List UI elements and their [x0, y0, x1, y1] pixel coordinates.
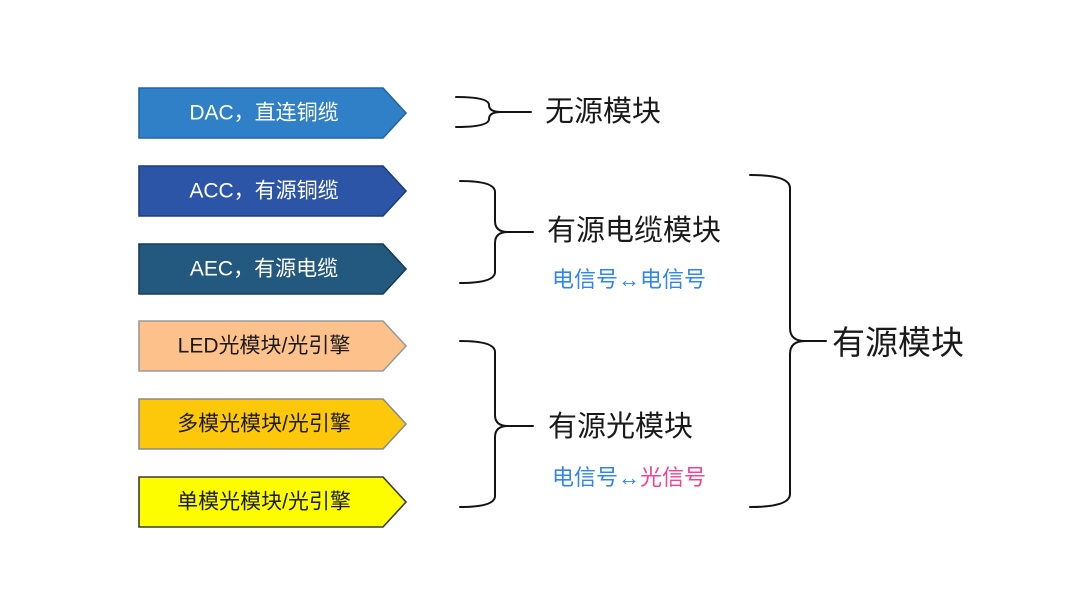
banner-label-multimode: 多模光模块/光引擎 [177, 413, 351, 436]
banner-shape-dac [138, 87, 408, 139]
brace-active-cable [459, 180, 534, 284]
label-passive-module: 无源模块 [545, 96, 662, 128]
brace-active-optical [459, 340, 534, 508]
banner-shape-acc [138, 165, 408, 217]
banner-arrow-singlemode: 单模光模块/光引擎 [138, 476, 408, 528]
banner-arrow-aec: AEC，有源电缆 [138, 243, 408, 295]
label-active-module: 有源模块 [832, 324, 964, 361]
banner-arrow-multimode: 多模光模块/光引擎 [138, 398, 408, 450]
signal-electrical-part: 电信号↔ [552, 465, 641, 490]
banner-shape-singlemode [138, 476, 408, 528]
banner-shape-aec [138, 243, 408, 295]
signal-optical-part: 光信号 [640, 465, 707, 490]
label-signal-electrical-optical: 电信号↔光信号 [552, 466, 706, 489]
banner-shape-led [138, 320, 408, 372]
brace-active-all [749, 174, 827, 508]
banner-shape-multimode [138, 398, 408, 450]
brace-passive [455, 96, 532, 128]
banner-label-aec: AEC，有源电缆 [190, 258, 338, 281]
banner-arrow-acc: ACC，有源铜缆 [138, 165, 408, 217]
banner-label-dac: DAC，直连铜缆 [189, 102, 338, 125]
banner-arrow-dac: DAC，直连铜缆 [138, 87, 408, 139]
banner-arrow-led: LED光模块/光引擎 [138, 320, 408, 372]
banner-label-led: LED光模块/光引擎 [178, 335, 351, 358]
label-active-cable-module: 有源电缆模块 [547, 215, 722, 247]
banner-label-singlemode: 单模光模块/光引擎 [177, 491, 351, 514]
banner-label-acc: ACC，有源铜缆 [189, 180, 338, 203]
label-active-optical-module: 有源光模块 [548, 411, 694, 443]
label-signal-electrical-electrical: 电信号↔电信号 [552, 267, 707, 292]
